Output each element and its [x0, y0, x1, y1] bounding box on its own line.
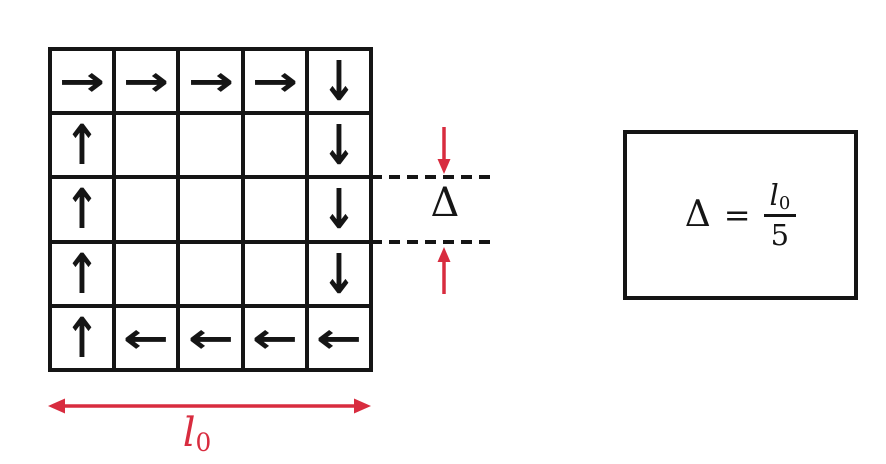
numerator-subscript: 0: [778, 193, 791, 215]
flow-arrow-icon: →: [59, 56, 106, 106]
grid-cell: [244, 115, 305, 176]
flow-arrow-icon: ←: [251, 313, 298, 363]
fraction-denominator: 5: [770, 217, 790, 252]
grid-cell: ↑: [52, 243, 113, 304]
flow-arrow-icon: ↑: [64, 307, 100, 368]
grid-cell: [180, 179, 241, 240]
grid-cell: ←: [244, 307, 305, 368]
delta-label: Δ: [430, 180, 460, 226]
grid-cell: ←: [308, 307, 369, 368]
grid-cell: [244, 179, 305, 240]
grid-cell: [180, 243, 241, 304]
flow-arrow-icon: →: [251, 56, 298, 106]
flow-arrow-icon: ↑: [64, 115, 100, 176]
flow-grid: → → → → ↓ ↑ ↓ ↑ ↓ ↑ ↓ ↑ ← ← ← ←: [48, 47, 373, 372]
flow-arrow-icon: ↑: [64, 243, 100, 304]
flow-arrow-icon: ←: [187, 313, 234, 363]
flow-arrow-icon: ↓: [321, 51, 357, 112]
grid-cell: [244, 243, 305, 304]
l0-label-subscript: 0: [195, 428, 212, 458]
grid-cell: ↓: [308, 179, 369, 240]
numerator-base: l: [769, 178, 779, 213]
grid-cell: ↑: [52, 115, 113, 176]
grid-cell: ↑: [52, 179, 113, 240]
delta-gap-dashed-line-top: [371, 175, 497, 179]
grid-cell: ↓: [308, 243, 369, 304]
formula-delta: Δ: [684, 194, 711, 235]
flow-arrow-icon: ←: [315, 313, 362, 363]
formula-equals: =: [723, 196, 751, 234]
l0-label-base: l: [182, 410, 196, 456]
grid-cell: →: [116, 51, 177, 112]
flow-arrow-icon: ↓: [321, 115, 357, 176]
grid-cell: [116, 243, 177, 304]
flow-arrow-icon: ↓: [321, 243, 357, 304]
delta-pointer-up-icon: [437, 247, 451, 294]
l0-dimension-arrow-icon: [48, 398, 371, 414]
delta-pointer-down-icon: [437, 127, 451, 174]
flow-arrow-icon: →: [123, 56, 170, 106]
grid-cell: [180, 115, 241, 176]
grid-cell: ←: [116, 307, 177, 368]
formula-box: Δ = l0 5: [623, 130, 858, 300]
fraction-numerator: l0: [764, 178, 797, 213]
fraction-bar: [763, 213, 797, 217]
grid-cell: →: [244, 51, 305, 112]
delta-gap-dashed-line-bottom: [371, 240, 497, 244]
flow-arrow-icon: ↓: [321, 179, 357, 240]
grid-cell: →: [180, 51, 241, 112]
l0-label: l0: [147, 410, 247, 456]
grid-cell: [116, 179, 177, 240]
grid-cell: [116, 115, 177, 176]
grid-cell: ←: [180, 307, 241, 368]
flow-arrow-icon: →: [187, 56, 234, 106]
grid-cell: ↑: [52, 307, 113, 368]
flow-arrow-icon: ←: [123, 313, 170, 363]
grid-cell: →: [52, 51, 113, 112]
formula-fraction: l0 5: [763, 178, 797, 252]
flow-arrow-icon: ↑: [64, 179, 100, 240]
grid-cell: ↓: [308, 115, 369, 176]
grid-cell: ↓: [308, 51, 369, 112]
